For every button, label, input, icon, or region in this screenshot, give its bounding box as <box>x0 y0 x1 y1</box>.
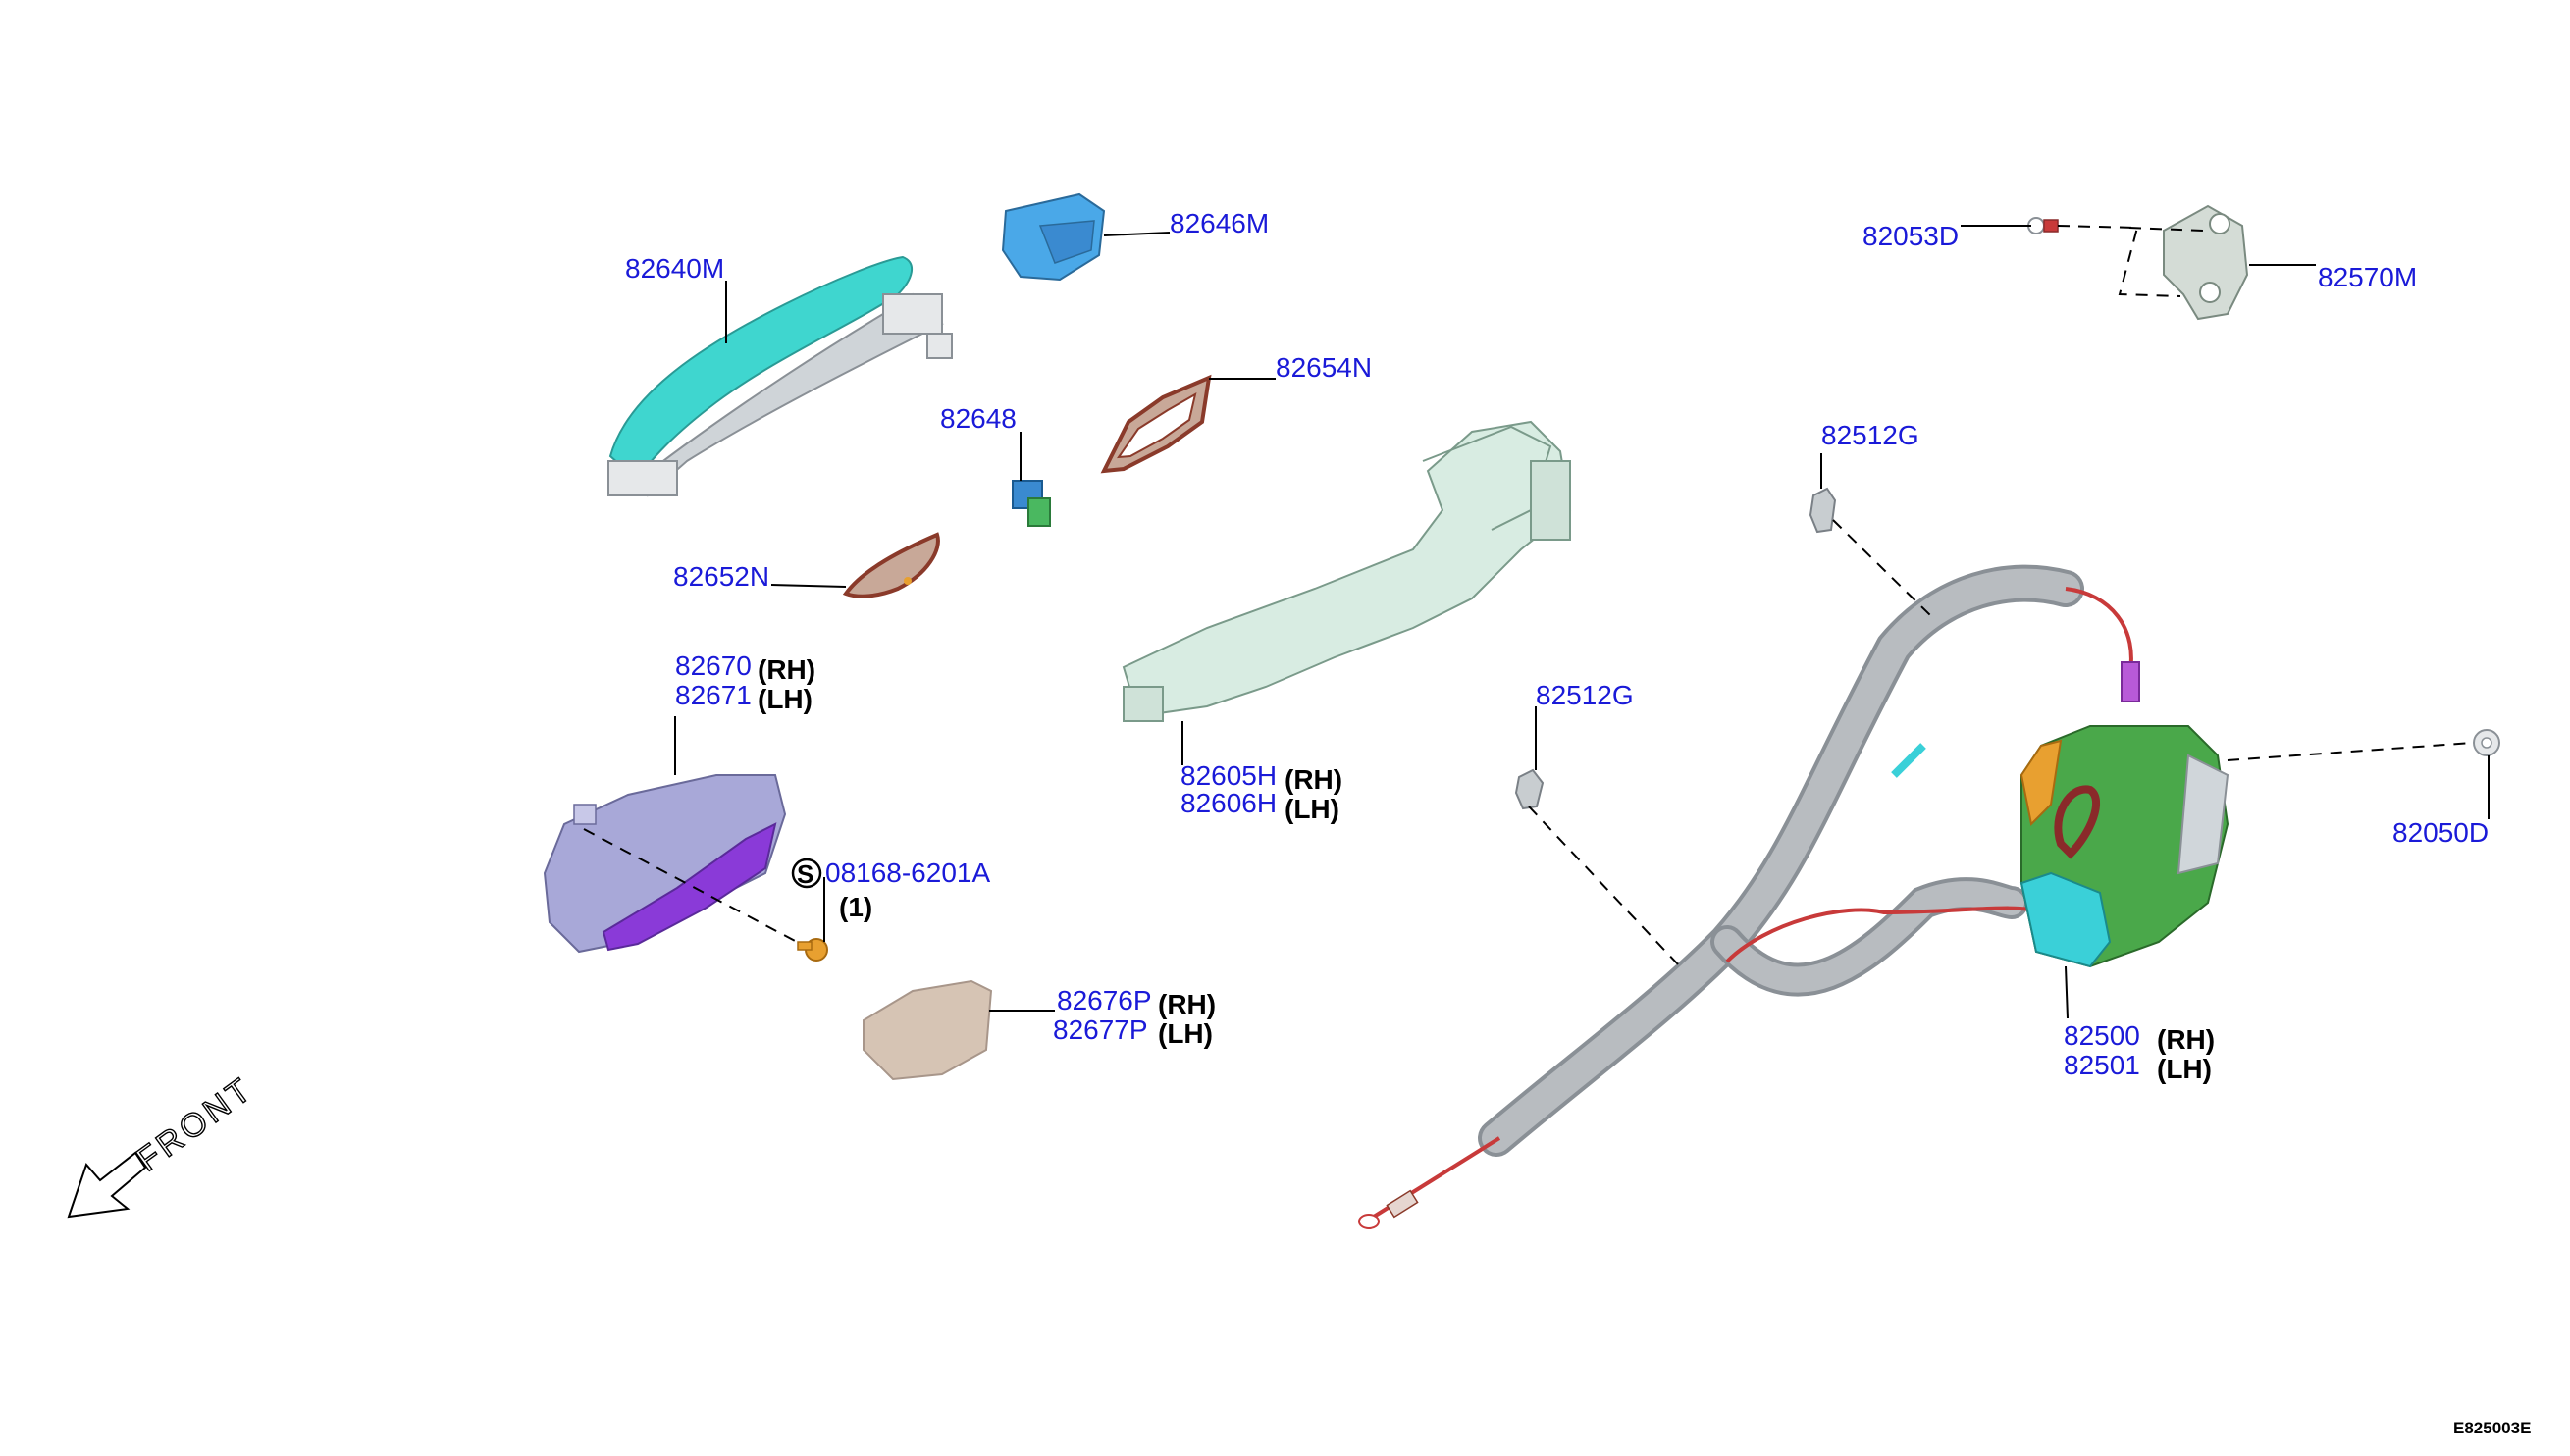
outside-handle-82640M <box>607 255 953 497</box>
grommet-82050D <box>2473 729 2500 756</box>
front-label: FRONT <box>130 1069 260 1178</box>
suffix-lh-82501: (LH) <box>2157 1054 2212 1084</box>
leader-lines <box>674 225 2490 1019</box>
front-arrow-icon: FRONT <box>67 1068 261 1219</box>
handle-cap-82646M <box>1001 192 1106 282</box>
dashed-guides <box>583 225 2474 965</box>
sensor-82648 <box>1012 480 1051 527</box>
label-82501[interactable]: 82501 <box>2064 1050 2140 1080</box>
striker-82570M <box>2163 204 2249 321</box>
cover-82676P <box>863 979 993 1081</box>
label-82676P[interactable]: 82676P <box>1057 985 1152 1015</box>
clip-82512G-upper <box>1809 487 1837 534</box>
suffix-rh-82605H: (RH) <box>1285 764 1342 795</box>
label-08168-qty: (1) <box>839 892 872 922</box>
label-82050D[interactable]: 82050D <box>2392 817 2489 848</box>
label-82500[interactable]: 82500 <box>2064 1020 2140 1051</box>
bolt-82053D <box>2027 217 2059 234</box>
label-82053D[interactable]: 82053D <box>1862 221 1959 251</box>
gasket-82652N <box>842 532 940 598</box>
label-82605H[interactable]: 82605H <box>1180 760 1277 791</box>
label-82652N[interactable]: 82652N <box>673 561 769 592</box>
label-82670[interactable]: 82670 <box>675 650 752 681</box>
suffix-rh-82676P: (RH) <box>1158 989 1216 1019</box>
latch-body-82500 <box>2019 725 2229 968</box>
label-82606H[interactable]: 82606H <box>1180 788 1277 818</box>
label-08168-6201A[interactable]: 08168-6201A <box>825 858 990 888</box>
label-82512G-lower[interactable]: 82512G <box>1536 680 1634 710</box>
screw-08168 <box>797 938 828 962</box>
suffix-rh-82500: (RH) <box>2157 1024 2215 1055</box>
inside-handle-82670 <box>543 774 787 954</box>
label-82654N[interactable]: 82654N <box>1276 352 1372 383</box>
label-82648[interactable]: 82648 <box>940 403 1017 434</box>
suffix-lh-82606H: (LH) <box>1285 794 1339 824</box>
screw-symbol-letter: S <box>797 859 813 889</box>
suffix-lh-82677P: (LH) <box>1158 1018 1213 1049</box>
label-82671[interactable]: 82671 <box>675 680 752 710</box>
latch-cable-82500 <box>1358 564 2140 1229</box>
screw-symbol-icon: S <box>791 858 822 889</box>
suffix-lh-82671: (LH) <box>758 684 813 714</box>
label-82570M[interactable]: 82570M <box>2318 262 2417 292</box>
label-82677P[interactable]: 82677P <box>1053 1014 1148 1045</box>
label-82646M[interactable]: 82646M <box>1170 208 1269 238</box>
suffix-rh-82670: (RH) <box>758 654 815 685</box>
label-82640M[interactable]: 82640M <box>625 253 724 284</box>
diagram-code: E825003E <box>2453 1419 2531 1437</box>
label-82512G-upper[interactable]: 82512G <box>1821 420 1919 450</box>
gasket-82654N <box>1100 374 1212 474</box>
clip-82512G-lower <box>1514 768 1545 810</box>
bracket-82605H <box>1122 420 1572 722</box>
